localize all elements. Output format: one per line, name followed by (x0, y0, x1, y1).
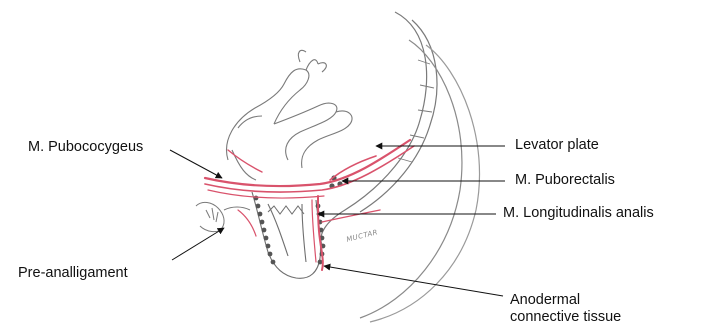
label-pubococcygeus: M. Pubococygeus (28, 139, 143, 156)
label-anodermal-line2: connective tissue (510, 309, 621, 326)
label-longitudinalis: M. Longitudinalis analis (503, 205, 654, 222)
pointer-pre-anal-ligament (172, 228, 224, 260)
anal-canal-sketch (252, 192, 321, 278)
bladder-sketch (227, 50, 353, 180)
pointer-anodermal (324, 266, 503, 296)
pointer-pubococcygeus (170, 150, 222, 178)
label-puborectalis: M. Puborectalis (515, 172, 615, 189)
label-anodermal-line1: Anodermal (510, 292, 621, 309)
label-anodermal: Anodermal connective tissue (510, 292, 621, 326)
pre-anal-sketch (196, 202, 250, 231)
pointer-lines (170, 146, 505, 296)
label-levator-plate: Levator plate (515, 137, 599, 154)
label-pre-anal-ligament: Pre-analligament (18, 265, 128, 282)
sacrum-coccyx-sketch (321, 12, 480, 322)
